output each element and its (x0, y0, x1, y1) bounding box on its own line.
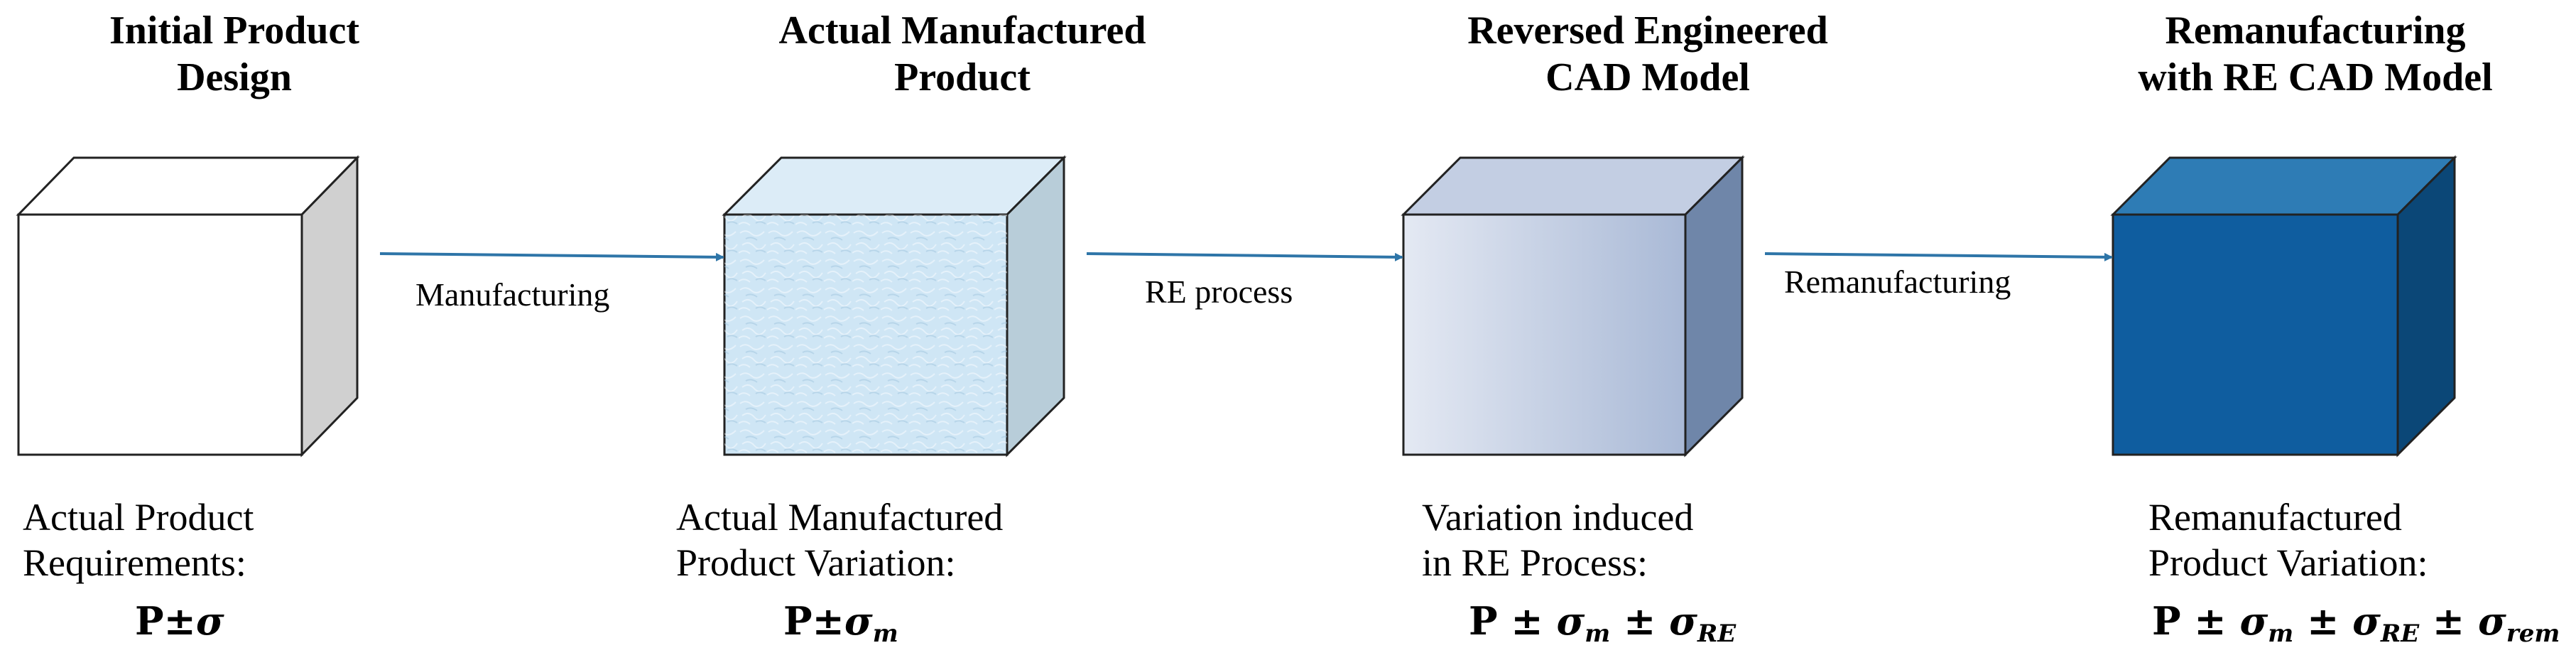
cube3-top-face (1401, 156, 1745, 216)
stage1-title-line2: Design (177, 55, 292, 99)
stage1-description: Actual Product Requirements: (23, 494, 254, 585)
stage4-desc-line2: Product Variation: (2148, 541, 2428, 584)
stage2-desc-line2: Product Variation: (676, 541, 956, 584)
stage3-title-line1: Reversed Engineered (1467, 9, 1828, 53)
stage3-description: Variation induced in RE Process: (1422, 494, 1693, 585)
stage2-formula: P±σm (783, 598, 898, 648)
stage4-formula: P ± σm ± σRE ± σrem (2152, 598, 2560, 648)
cube2-front-texture (724, 215, 1007, 455)
cube1-front-face (17, 213, 303, 456)
arrow-re-process (1086, 252, 1403, 261)
stage4-desc-line1: Remanufactured (2148, 496, 2402, 539)
stage4-title-line1: Remanufacturing (2165, 9, 2466, 53)
stage4-title-line2: with RE CAD Model (2138, 55, 2493, 99)
stage3-title: Reversed Engineered CAD Model (1378, 7, 1918, 101)
stage4-description: Remanufactured Product Variation: (2148, 494, 2428, 585)
stage2-title-line2: Product (894, 55, 1031, 99)
cube2-top-face (722, 156, 1067, 216)
stage3-desc-line1: Variation induced (1422, 496, 1694, 539)
stage4-title: Remanufacturing with RE CAD Model (2060, 7, 2571, 101)
stage3-desc-line2: in RE Process: (1422, 541, 1648, 584)
arrow-label-re-process: RE process (1145, 274, 1293, 310)
stage1-desc-line1: Actual Product (23, 496, 254, 539)
stage3-title-line2: CAD Model (1545, 55, 1750, 99)
stage2-title: Actual Manufactured Product (700, 7, 1225, 101)
stage2-description: Actual Manufactured Product Variation: (676, 494, 1003, 585)
cube-manufactured-product (722, 155, 1067, 458)
stage3-formula: P ± σm ± σRE (1469, 598, 1737, 648)
stage1-title: Initial Product Design (67, 7, 401, 101)
arrow-label-manufacturing: Manufacturing (415, 276, 610, 313)
stage2-title-line1: Actual Manufactured (778, 9, 1146, 53)
cube-remanufacturing (2110, 155, 2457, 458)
cube-re-cad-model (1401, 155, 1745, 458)
arrow-manufacturing (379, 252, 724, 261)
arrow-label-remanufacturing: Remanufacturing (1784, 264, 2011, 300)
stage1-title-line1: Initial Product (109, 9, 360, 53)
cube4-top-face (2110, 156, 2457, 216)
stage2-desc-line1: Actual Manufactured (676, 496, 1004, 539)
cube3-front-face (1402, 213, 1687, 456)
cube-initial-design (16, 155, 360, 458)
stage1-formula: P±σ (135, 598, 224, 644)
cube1-top-face (16, 156, 360, 216)
arrow-remanufacturing (1764, 252, 2113, 261)
cube4-front-face (2112, 213, 2399, 456)
stage1-desc-line2: Requirements: (23, 541, 246, 584)
